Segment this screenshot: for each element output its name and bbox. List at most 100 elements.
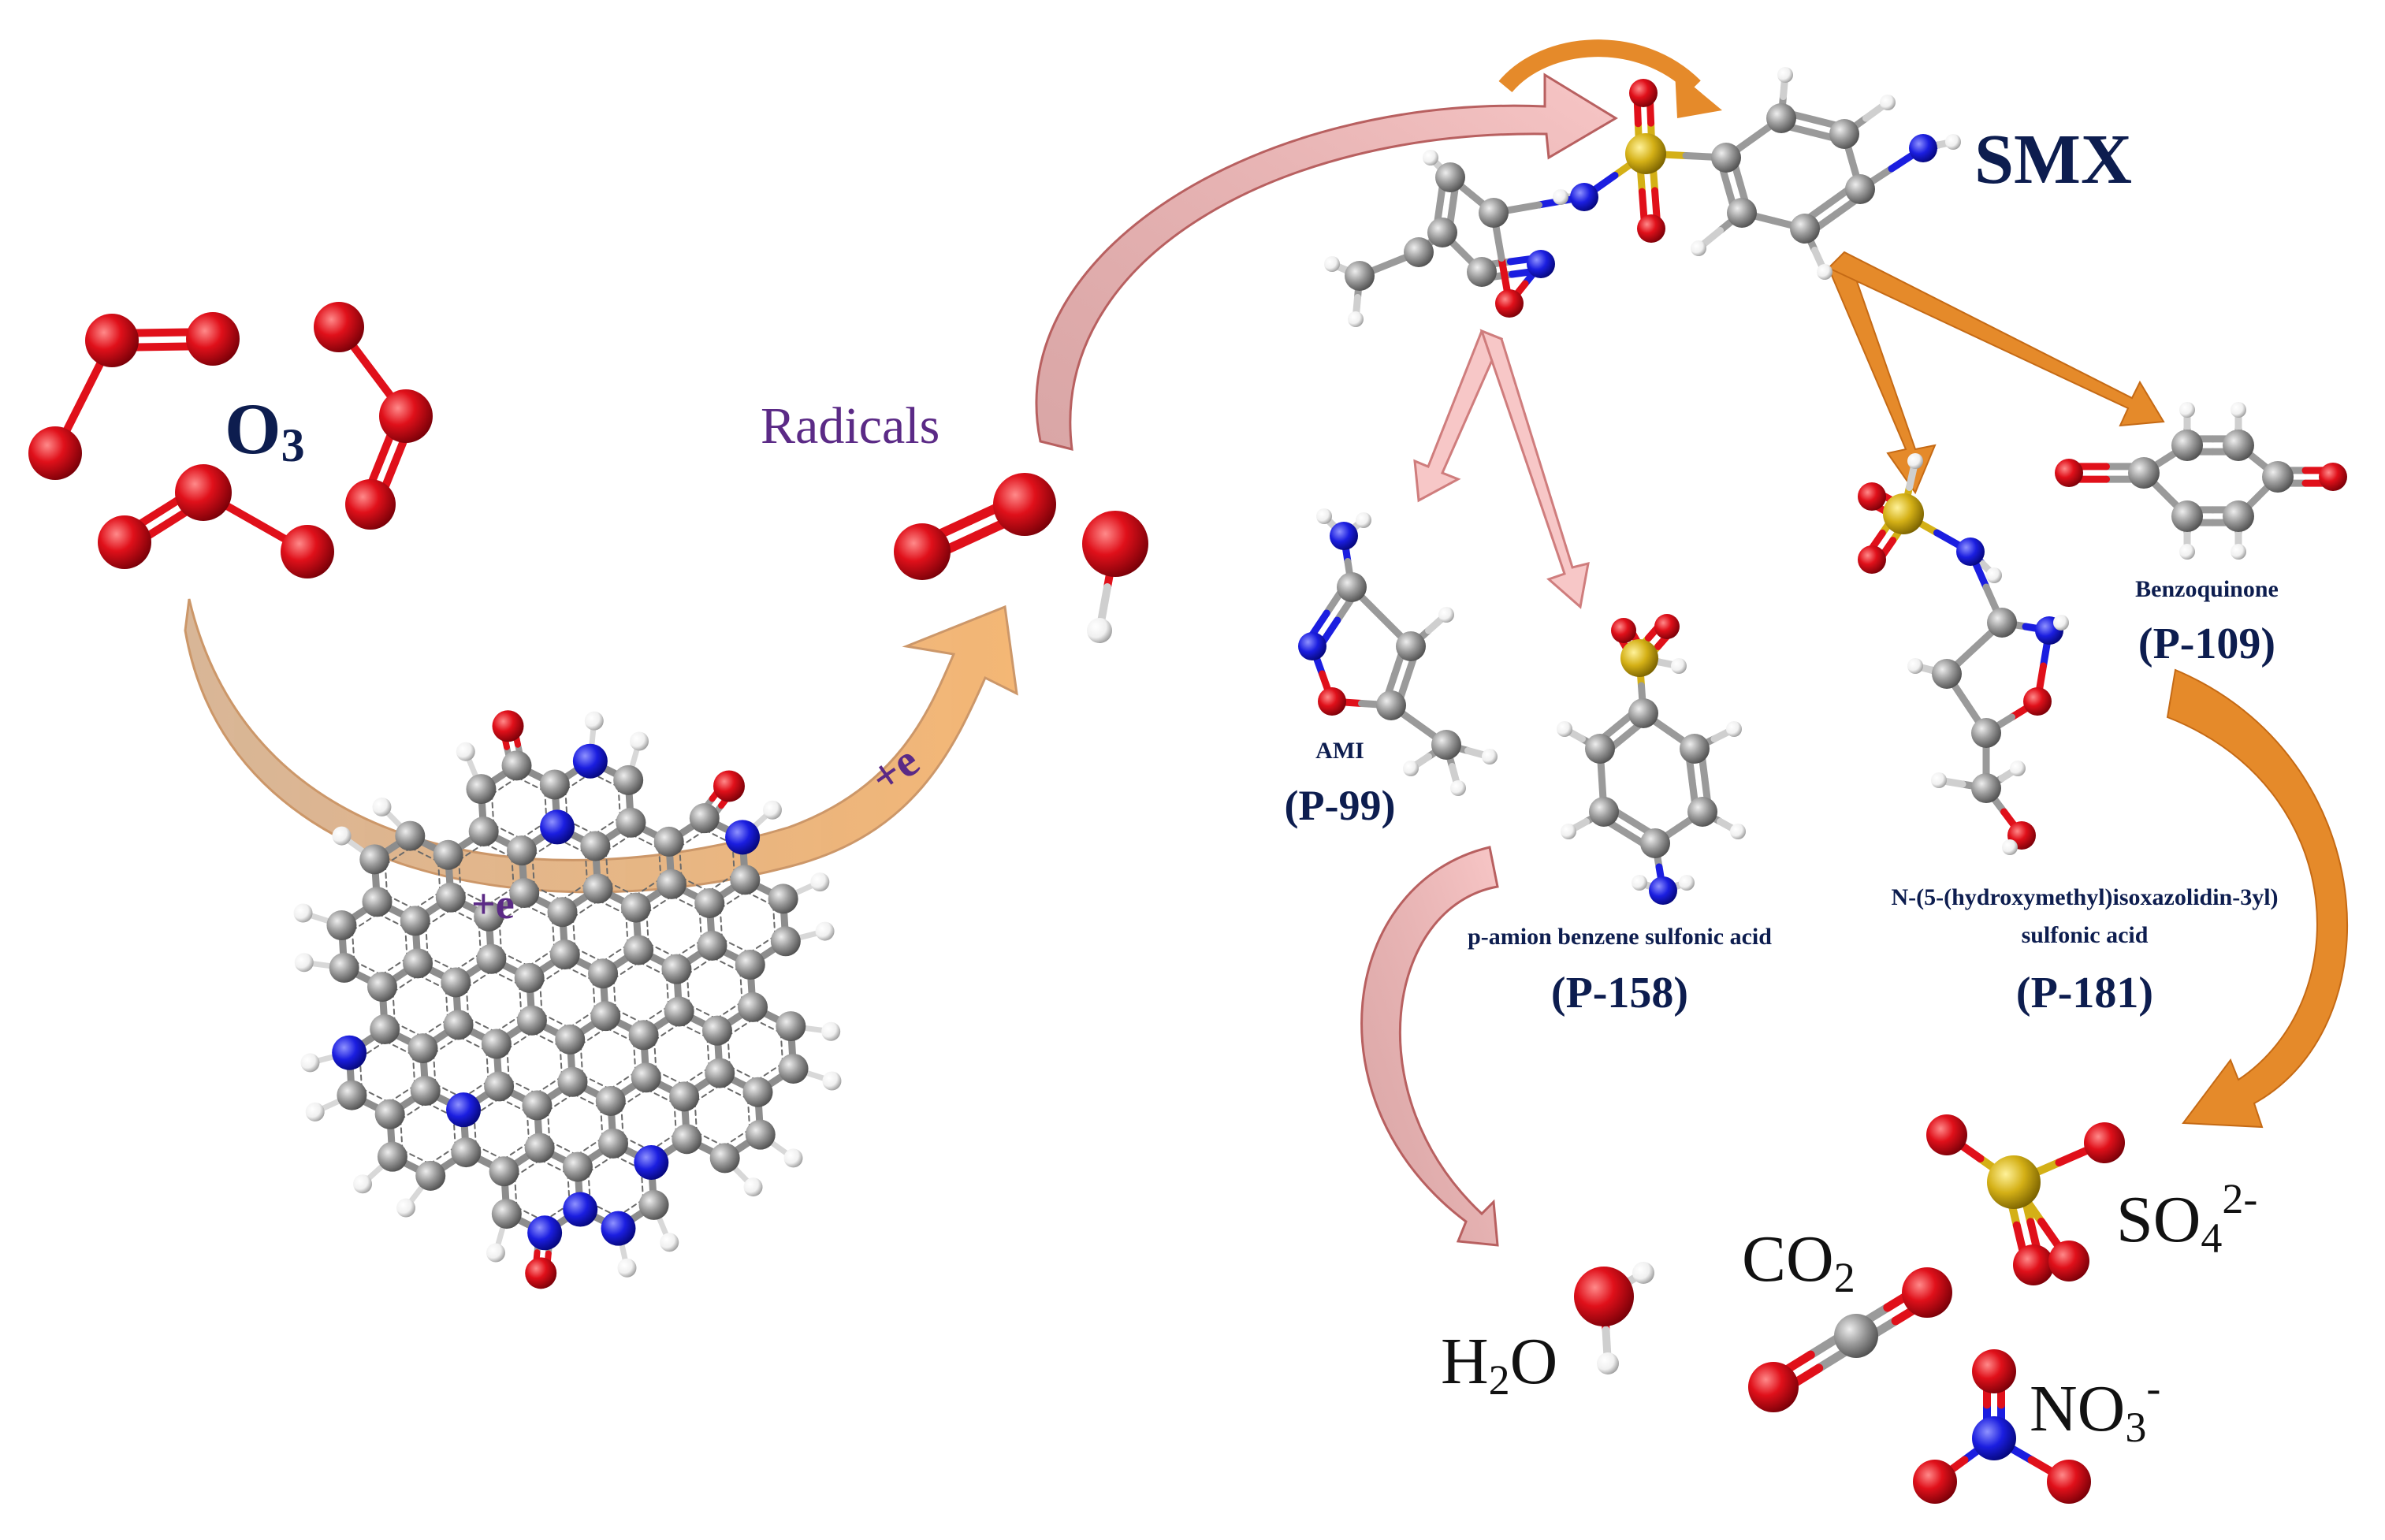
carbon-atom (628, 1020, 659, 1051)
hydrogen-atom (353, 1174, 373, 1194)
bond (531, 854, 535, 887)
water-label-sub: 2 (1489, 1356, 1510, 1404)
sulfate-label: SO42- (2116, 1175, 2257, 1262)
ozone-label: O3 (225, 389, 305, 471)
bond (533, 885, 563, 902)
carbon-atom (506, 835, 537, 866)
hydrogen-atom (300, 1053, 320, 1073)
bond (458, 859, 462, 892)
bond (568, 1010, 596, 1029)
carbon-atom (745, 1119, 776, 1150)
hydrogen-atom (1561, 824, 1576, 839)
bond (572, 1092, 602, 1109)
bond (433, 1052, 437, 1085)
carbon-atom (395, 820, 426, 851)
bond (579, 1043, 584, 1077)
bond (601, 943, 629, 963)
bond (655, 1069, 685, 1086)
nitrogen-atom (725, 820, 761, 855)
bond (605, 1027, 634, 1043)
bond (625, 913, 629, 946)
hydrogen-atom (372, 797, 392, 816)
bond (499, 1097, 528, 1113)
oxygen-atom (1913, 1460, 1957, 1504)
carbon-atom (694, 887, 725, 918)
nitrogen-atom (527, 1215, 563, 1251)
carbon-atom (476, 943, 507, 974)
hydrogen-atom (1557, 721, 1572, 737)
sulfur-atom (1625, 133, 1666, 174)
hydrogen-atom (1356, 512, 1371, 528)
carbon-atom (1585, 734, 1615, 764)
bond (605, 833, 633, 853)
bond (745, 891, 774, 906)
bond (642, 1005, 670, 1025)
hydrogen-atom (762, 800, 782, 820)
carbon-atom (580, 831, 611, 861)
bond (535, 1076, 563, 1095)
carbon-atom (1345, 261, 1375, 291)
carbon-atom (366, 972, 397, 1002)
carbon-atom (415, 1160, 446, 1191)
carbon-atom (377, 1141, 407, 1172)
bond (493, 824, 523, 840)
bond (608, 1071, 637, 1090)
bond (617, 786, 621, 819)
hydrogen-atom (1907, 658, 1923, 674)
sulfur-atom (1987, 1155, 2041, 1209)
carbon-atom (1987, 608, 2017, 638)
bond (546, 1092, 575, 1112)
bond (486, 1049, 489, 1082)
bond (351, 929, 355, 962)
bond (592, 979, 596, 1012)
carbon-atom (742, 1077, 773, 1107)
hydrogen-atom (1679, 875, 1695, 891)
bond (686, 956, 714, 976)
oxygen-atom (2023, 687, 2052, 716)
hydrogen-atom (1730, 824, 1746, 839)
carbon-atom (735, 950, 765, 980)
carbon-atom (738, 991, 768, 1022)
p158-to-h2o-arrow (1360, 846, 1499, 1247)
carbon-atom (481, 1029, 512, 1059)
carbon-atom (672, 1124, 702, 1155)
bond (498, 904, 526, 923)
carbon-atom (407, 1033, 438, 1064)
carbon-atom (1337, 572, 1367, 602)
bond (483, 843, 513, 858)
carbon-atom (653, 826, 684, 857)
bond (647, 943, 677, 958)
bond (679, 846, 683, 879)
hydrogen-atom (1931, 772, 1947, 788)
carbon-atom (1479, 198, 1509, 228)
bond (719, 907, 724, 940)
bond (658, 847, 662, 880)
hydrogen-atom (2231, 402, 2246, 418)
carbon-atom (1834, 1314, 1878, 1358)
bond (516, 776, 546, 792)
carbon-atom (638, 1189, 669, 1220)
nitrogen-atom (1330, 522, 1358, 550)
oxygen-atom (1611, 618, 1636, 643)
hydrogen-atom (1671, 658, 1687, 674)
bond (401, 1149, 431, 1165)
bond (632, 1040, 637, 1073)
bond (386, 894, 415, 910)
bond (384, 864, 389, 896)
carbon-atom (441, 967, 471, 998)
p181-name-line2: sulfonic acid (2022, 922, 2149, 948)
reaction-arrows (184, 39, 2348, 1247)
carbon-atom (770, 926, 801, 957)
bond (400, 1102, 427, 1121)
bond (384, 846, 412, 866)
bond (686, 973, 690, 1006)
bond (514, 1159, 541, 1177)
hydrogen-atom (1316, 508, 1332, 524)
nitrogen-atom (1909, 134, 1937, 162)
hydrogen-atom (584, 711, 604, 731)
oxygen-atom (2048, 1241, 2089, 1281)
bond (393, 1021, 423, 1038)
oxygen-atom (2047, 1460, 2091, 1504)
carbon-atom (620, 892, 651, 923)
oxygen-atom (1858, 482, 1886, 511)
